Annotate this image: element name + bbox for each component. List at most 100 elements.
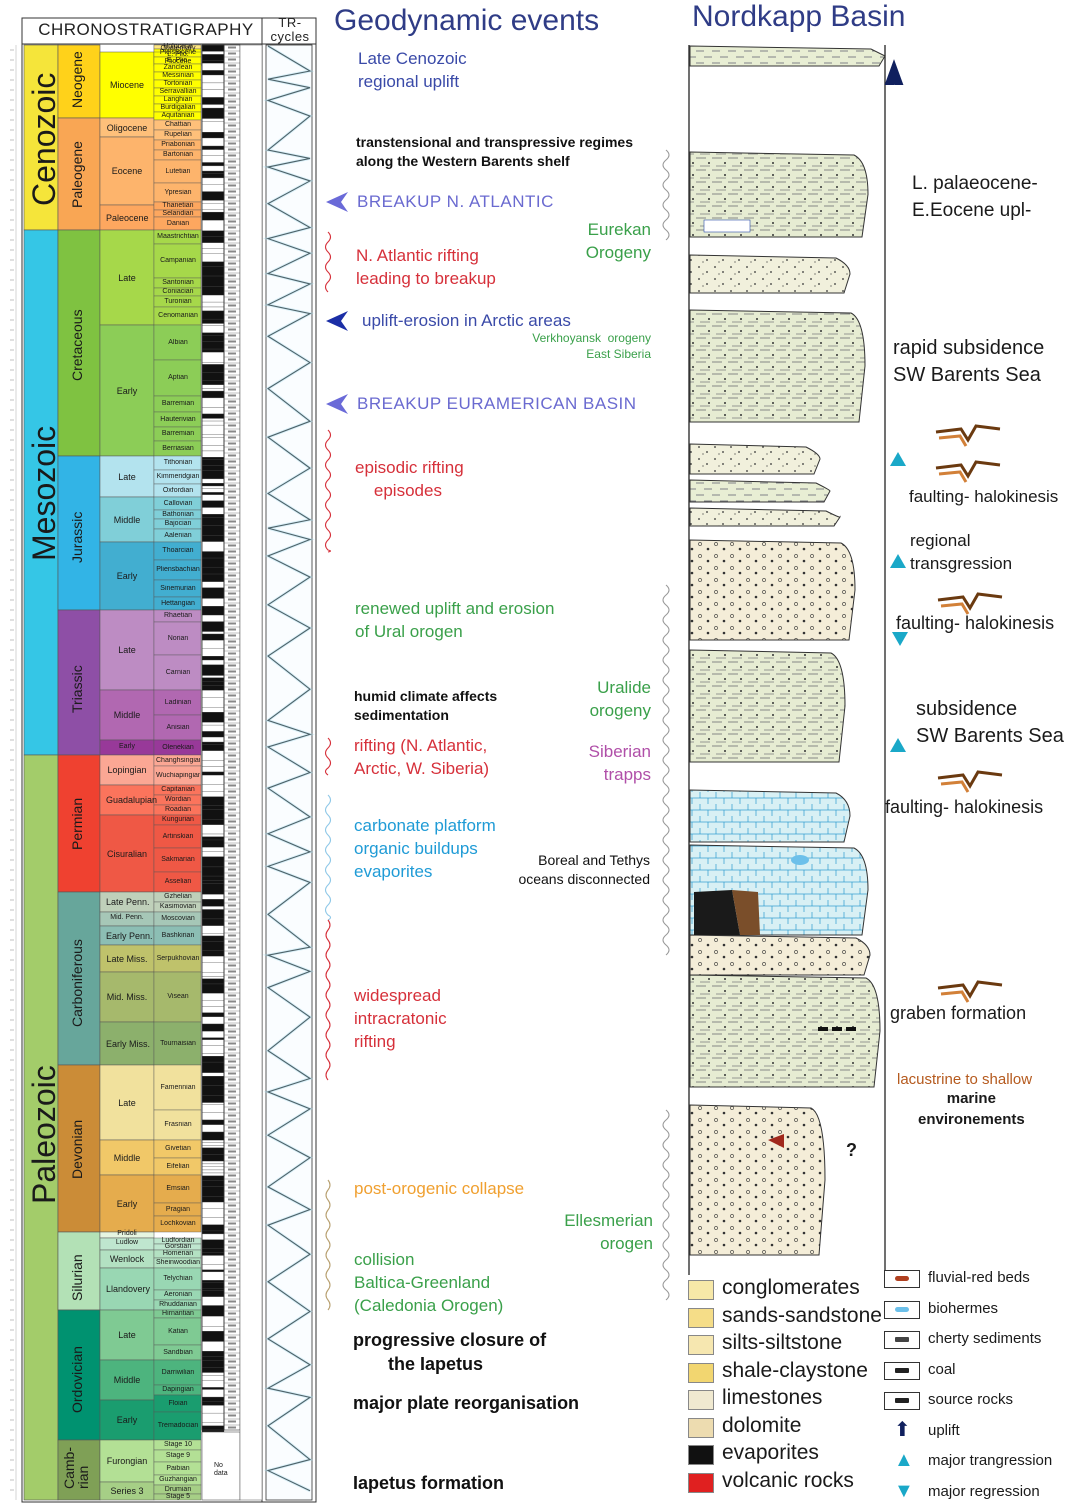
rift-wavy-line bbox=[326, 430, 331, 552]
legend-symbols: fluvial-red bedsbiohermescherty sediment… bbox=[880, 1264, 1071, 1504]
transgression-arrow-icon bbox=[890, 738, 906, 752]
bioherm-mark bbox=[791, 855, 809, 865]
layer-permian-upper bbox=[690, 790, 850, 842]
coal-icon bbox=[884, 1362, 920, 1380]
stage-label: Paibian bbox=[156, 1465, 200, 1472]
coal-mark bbox=[832, 1027, 842, 1031]
fault-symbol-icon bbox=[941, 782, 968, 792]
event-breakup-euram: BREAKUP EURAMERICAN BASIN bbox=[357, 392, 637, 415]
stage-label: Stage 5 bbox=[156, 1493, 200, 1500]
stage-label: Tithonian bbox=[156, 459, 200, 466]
stage-label: Ypresian bbox=[156, 189, 200, 196]
stage-label: Darriwilian bbox=[156, 1369, 200, 1376]
stage-label: Tortonian bbox=[156, 80, 200, 87]
event-renewed-uplift: renewed uplift and erosion of Ural oroge… bbox=[355, 597, 554, 643]
fluvial-mark bbox=[895, 1276, 909, 1281]
epoch-label: Late bbox=[106, 1330, 148, 1340]
event-major-plate: major plate reorganisation bbox=[353, 1391, 579, 1415]
stage-label: Rhuddanian bbox=[156, 1301, 200, 1308]
stage-label: Lutetian bbox=[156, 168, 200, 175]
period-label: Neogene bbox=[70, 51, 84, 108]
epoch-label: Late bbox=[106, 645, 148, 655]
stage-label: Kimmeridgian bbox=[156, 473, 200, 480]
chronostratigraphy-labels: CenozoicMesozoicPaleozoicNeogenePaleogen… bbox=[0, 0, 320, 1504]
stage-label: Changhsingian bbox=[156, 757, 200, 764]
orogeny-wavy-line bbox=[663, 150, 669, 240]
stage-label: Wordian bbox=[156, 796, 200, 803]
bioherm-icon bbox=[884, 1301, 920, 1319]
epoch-label: Wenlock bbox=[106, 1254, 148, 1264]
stage-label: Turonian bbox=[156, 298, 200, 305]
stage-label: Guzhangian bbox=[156, 1476, 200, 1483]
basin-label-regional: regional transgression bbox=[910, 529, 1012, 575]
basin-label-rapid: rapid subsidence SW Barents Sea bbox=[893, 335, 1044, 389]
event-uplift-arctic: uplift-erosion in Arctic areas bbox=[362, 309, 571, 332]
legend-label: cherty sediments bbox=[928, 1330, 1041, 1347]
regression-arrow-icon: ▼ bbox=[894, 1480, 914, 1502]
event-collision: collision Baltica-Greenland (Caledonia O… bbox=[354, 1248, 503, 1317]
basin-label-faulting-2: faulting- halokinesis bbox=[896, 610, 1054, 637]
epoch-label: Early bbox=[106, 1415, 148, 1425]
epoch-label: Middle bbox=[106, 515, 148, 525]
period-label: Permian bbox=[70, 798, 84, 850]
stage-label: Norian bbox=[156, 635, 200, 642]
layer-triassic-upper bbox=[690, 540, 855, 640]
bioherm-mark bbox=[895, 1307, 909, 1312]
transgression-arrow-icon bbox=[890, 554, 906, 568]
epoch-label: Lopingian bbox=[106, 765, 148, 775]
legend-label: dolomite bbox=[722, 1414, 801, 1438]
shale-icon bbox=[688, 1363, 714, 1383]
stage-label: Bartonian bbox=[156, 151, 200, 158]
stage-label: Selandian bbox=[156, 210, 200, 217]
stage-label: Pliensbachian bbox=[156, 566, 200, 573]
era-label: Cenozoic bbox=[26, 72, 63, 205]
epoch-label: Early bbox=[106, 386, 148, 396]
stage-label: Asselian bbox=[156, 878, 200, 885]
stage-label: Roadian bbox=[156, 806, 200, 813]
stage-label: Sinemurian bbox=[156, 585, 200, 592]
event-carbonate: carbonate platform organic buildups evap… bbox=[354, 814, 496, 883]
epoch-label: Pridoli bbox=[106, 1230, 148, 1237]
stage-label: Hauterivian bbox=[156, 416, 200, 423]
period-label: Silurian bbox=[70, 1254, 84, 1301]
epoch-label: Middle bbox=[106, 1153, 148, 1163]
event-humid: humid climate affects sedimentation bbox=[354, 687, 497, 725]
stage-label: Katian bbox=[156, 1328, 200, 1335]
chert-icon bbox=[884, 1331, 920, 1349]
stage-label: Gorstian bbox=[156, 1243, 200, 1250]
epoch-label: Early bbox=[106, 1199, 148, 1209]
epoch-label: Eocene bbox=[106, 166, 148, 176]
legend-lithology: conglomeratessands-sandstonesilts-siltst… bbox=[686, 1278, 881, 1504]
legend-label: uplift bbox=[928, 1422, 960, 1439]
layer-cretaceous-lower bbox=[690, 310, 865, 422]
layer-cenozoic bbox=[690, 46, 885, 66]
orogeny-wavy-line bbox=[663, 585, 669, 955]
sandstone-icon bbox=[688, 1308, 714, 1328]
stage-label: Barremian bbox=[156, 430, 200, 437]
legend-label: silts-siltstone bbox=[722, 1331, 842, 1355]
fault-symbol-icon bbox=[939, 472, 966, 482]
stage-label: Olenekian bbox=[156, 744, 200, 751]
layer-jurassic-2 bbox=[690, 480, 830, 502]
epoch-label: Ludlow bbox=[106, 1239, 148, 1246]
transgression-arrow-icon bbox=[890, 452, 906, 466]
epoch-label: Late bbox=[106, 472, 148, 482]
stage-label: Priabonian bbox=[156, 141, 200, 148]
rift-wavy-line bbox=[326, 232, 331, 292]
period-label: Paleogene bbox=[70, 141, 84, 208]
stage-label: Frasnian bbox=[156, 1121, 200, 1128]
stage-label: Dapingian bbox=[156, 1386, 200, 1393]
basin-label-graben: graben formation bbox=[890, 1000, 1026, 1027]
stage-label: Aalenian bbox=[156, 532, 200, 539]
nodata-label: No data bbox=[214, 1462, 228, 1478]
stage-label: Moscovian bbox=[156, 915, 200, 922]
layer-jurassic-1 bbox=[690, 444, 820, 474]
legend-label: fluvial-red beds bbox=[928, 1269, 1030, 1286]
legend-label: coal bbox=[928, 1361, 956, 1378]
stage-label: Kasimovian bbox=[156, 903, 200, 910]
stage-label: Cenomanian bbox=[156, 312, 200, 319]
breakup-arrow-icon bbox=[326, 192, 348, 212]
legend-label: limestones bbox=[722, 1386, 822, 1410]
epoch-label: Late bbox=[106, 273, 148, 283]
era-label: Paleozoic bbox=[26, 1065, 63, 1204]
